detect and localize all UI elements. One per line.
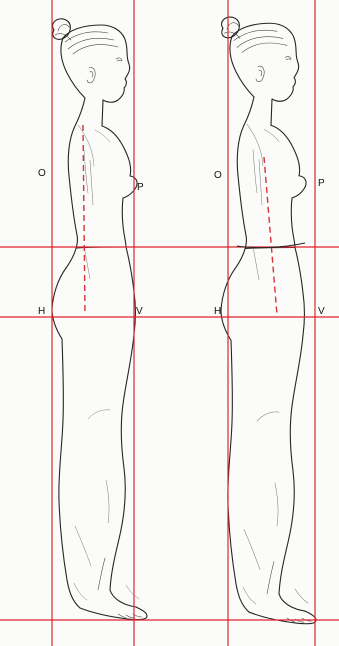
right-figure-labels: O P H V	[214, 170, 325, 317]
right-chest-label: P	[318, 178, 325, 189]
right-body-figure	[221, 17, 316, 624]
right-hip-label: H	[214, 306, 221, 317]
vertical-guide-lines	[52, 0, 315, 646]
left-spine-dashed-line	[83, 125, 85, 315]
left-hip-label: H	[38, 306, 45, 317]
right-front-hip-label: V	[318, 306, 325, 317]
left-front-hip-label: V	[136, 306, 143, 317]
left-chest-label: P	[137, 182, 144, 193]
left-shoulder-label: O	[38, 168, 46, 179]
horizontal-guide-lines	[0, 247, 339, 620]
right-shoulder-label: O	[214, 170, 222, 181]
left-body-figure	[52, 19, 147, 620]
right-spine-dashed-line	[264, 157, 277, 315]
